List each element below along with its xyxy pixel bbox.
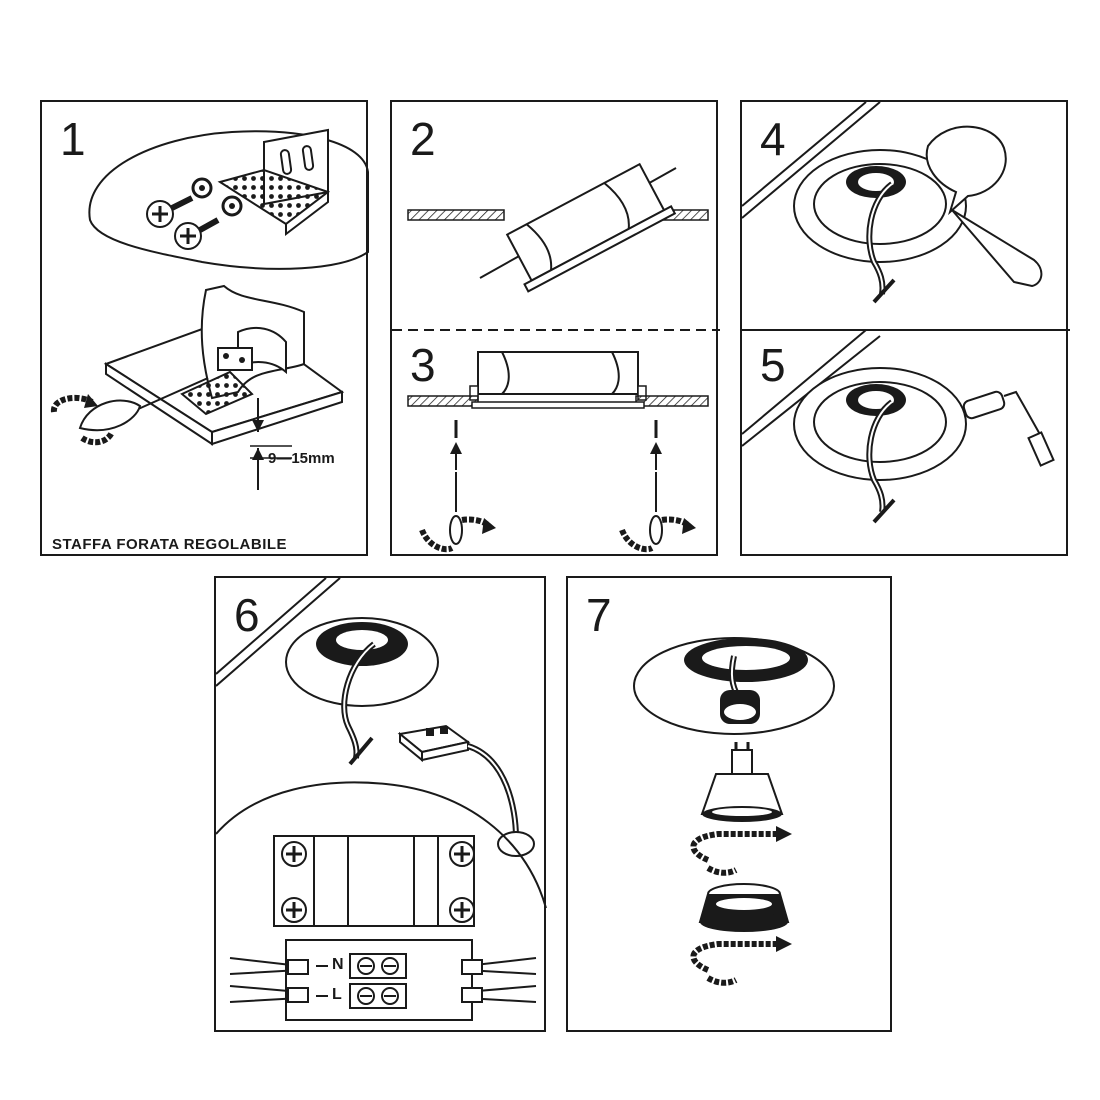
step-3-number: 3 bbox=[410, 339, 436, 391]
step-7-number: 7 bbox=[586, 589, 612, 641]
screwdriver-icon bbox=[649, 420, 663, 545]
paint-roller-icon bbox=[962, 390, 1055, 467]
step-6-illustration bbox=[216, 578, 547, 1021]
step-4-5-illustration bbox=[742, 102, 1070, 524]
screwdriver-icon bbox=[449, 420, 463, 545]
screw-icon bbox=[281, 897, 307, 923]
screw-icon bbox=[281, 841, 307, 867]
step-2-number: 2 bbox=[410, 113, 436, 165]
rotate-arrow-icon bbox=[690, 936, 792, 986]
rotate-arrow-icon bbox=[619, 516, 696, 553]
step-1-panel: 1 bbox=[40, 100, 369, 556]
retaining-ring-icon bbox=[698, 883, 790, 932]
depth-dimension-label: 9—15mm bbox=[268, 450, 335, 467]
rotate-arrow-icon bbox=[51, 394, 115, 446]
screwdriver-icon bbox=[78, 377, 209, 432]
screw-icon bbox=[174, 217, 220, 250]
step-7-panel: 7 bbox=[566, 576, 892, 1032]
step-4-5-panel: 4 5 bbox=[740, 100, 1070, 556]
live-terminal-label: L bbox=[332, 986, 342, 1003]
step-1-caption: STAFFA FORATA REGOLABILE bbox=[52, 536, 288, 553]
step-2-3-panel: 2 3 bbox=[390, 100, 720, 556]
step-1-number: 1 bbox=[60, 113, 86, 165]
washer-icon bbox=[191, 177, 213, 199]
step-2-3-illustration bbox=[392, 162, 720, 553]
rotate-arrow-icon bbox=[419, 516, 496, 553]
neutral-terminal-label: N bbox=[332, 956, 344, 973]
step-6-panel: 6 bbox=[214, 576, 547, 1032]
screw-icon bbox=[146, 195, 194, 228]
step-5-number: 5 bbox=[760, 339, 786, 391]
washer-icon bbox=[221, 195, 243, 217]
terminal-block-icon bbox=[397, 724, 535, 857]
gu10-bulb-icon bbox=[700, 742, 784, 822]
screw-icon bbox=[449, 841, 475, 867]
step-6-number: 6 bbox=[234, 589, 260, 641]
sandpaper-icon bbox=[925, 125, 1043, 288]
screw-icon bbox=[449, 897, 475, 923]
rotate-arrow-icon bbox=[690, 826, 792, 876]
step-4-number: 4 bbox=[760, 113, 786, 165]
step-1-illustration bbox=[51, 128, 369, 490]
step-7-illustration bbox=[633, 637, 835, 986]
perforated-bracket-icon bbox=[217, 128, 331, 237]
